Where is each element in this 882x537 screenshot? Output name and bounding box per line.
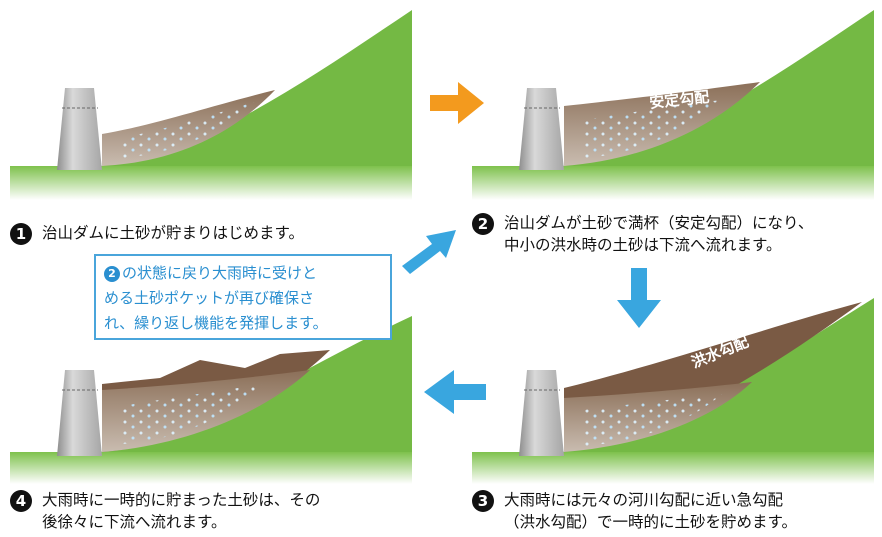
step-4-line-1: 大雨時に一時的に貯まった土砂は、その	[42, 491, 321, 509]
step-2-line-1: 治山ダムが土砂で満杯（安定勾配）になり、	[504, 214, 814, 232]
blue-arrow-left-icon	[424, 370, 486, 414]
blue-arrow-up-right-icon	[402, 230, 456, 274]
dam-icon	[57, 370, 102, 456]
step-number-2: 2	[472, 213, 494, 235]
panel-step-1	[10, 10, 412, 200]
panel-step-2: 安定勾配	[472, 10, 874, 200]
step-number-3: 3	[472, 490, 494, 512]
step-number-4: 4	[10, 490, 32, 512]
step-4-line-2: 後徐々に下流へ流れます。	[42, 513, 227, 531]
dam-icon	[519, 370, 564, 456]
step-4-caption: 4 大雨時に一時的に貯まった土砂は、その 後徐々に下流へ流れます。	[10, 489, 320, 533]
step-1-line-1: 治山ダムに土砂が貯まりはじめます。	[42, 224, 304, 242]
dam-icon	[57, 88, 102, 170]
note-line-2: める土砂ポケットが再び確保さ	[104, 289, 315, 307]
blue-arrow-down-icon	[617, 268, 661, 328]
step-3-caption: 3 大雨時には元々の河川勾配に近い急勾配 （洪水勾配）で一時的に土砂を貯めます。	[472, 489, 797, 533]
panel-step-4	[10, 298, 412, 484]
step-number-1: 1	[10, 223, 32, 245]
step-2-line-2: 中小の洪水時の土砂は下流へ流れます。	[504, 236, 782, 254]
orange-arrow-right-icon	[430, 82, 484, 124]
dam-icon	[519, 88, 564, 170]
step-3-line-2: （洪水勾配）で一時的に土砂を貯めます。	[504, 513, 797, 531]
note-line-1: の状態に戻り大雨時に受けと	[122, 264, 318, 282]
note-line-3: れ、繰り返し機能を発揮します。	[104, 314, 328, 332]
panel-step-3: 洪水勾配	[472, 298, 874, 484]
cycle-note-box: 2 の状態に戻り大雨時に受けと める土砂ポケットが再び確保さ れ、繰り返し機能を…	[94, 254, 392, 340]
step-1-caption: 1 治山ダムに土砂が貯まりはじめます。	[10, 222, 304, 245]
step-2-caption: 2 治山ダムが土砂で満杯（安定勾配）になり、 中小の洪水時の土砂は下流へ流れます…	[472, 212, 813, 256]
step-3-line-1: 大雨時には元々の河川勾配に近い急勾配	[504, 491, 784, 509]
note-step-ref: 2	[104, 265, 120, 282]
